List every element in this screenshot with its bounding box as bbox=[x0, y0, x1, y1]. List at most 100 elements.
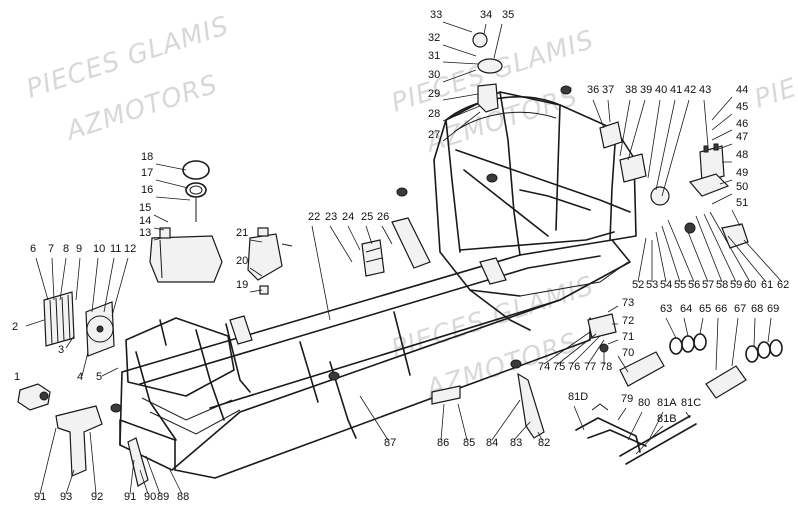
callout-21: 21 bbox=[236, 227, 248, 239]
callout-38: 38 bbox=[625, 84, 637, 96]
callout-58: 58 bbox=[716, 279, 728, 291]
callout-7: 7 bbox=[48, 243, 54, 255]
callout-86: 86 bbox=[437, 437, 449, 449]
callout-8: 8 bbox=[63, 243, 69, 255]
callout-81B: 81B bbox=[657, 413, 677, 425]
watermark: PIE bbox=[751, 73, 798, 115]
callout-91: 91 bbox=[34, 491, 46, 503]
callout-17: 17 bbox=[141, 167, 153, 179]
callout-10: 10 bbox=[93, 243, 105, 255]
callout-91: 91 bbox=[124, 491, 136, 503]
callout-32: 32 bbox=[428, 32, 440, 44]
callout-88: 88 bbox=[177, 491, 189, 503]
mount-bracket bbox=[361, 239, 385, 277]
callout-39: 39 bbox=[640, 84, 652, 96]
callout-40: 40 bbox=[655, 84, 667, 96]
cooling-fan bbox=[85, 301, 115, 357]
callout-87: 87 bbox=[384, 437, 396, 449]
callout-67: 67 bbox=[734, 303, 746, 315]
callout-54: 54 bbox=[660, 279, 672, 291]
callout-53: 53 bbox=[646, 279, 658, 291]
callout-14: 14 bbox=[139, 215, 151, 227]
filler-cap bbox=[182, 160, 210, 222]
callout-16: 16 bbox=[141, 184, 153, 196]
callout-83: 83 bbox=[510, 437, 522, 449]
callout-23: 23 bbox=[325, 211, 337, 223]
callout-93: 93 bbox=[60, 491, 72, 503]
callout-6: 6 bbox=[30, 243, 36, 255]
radiator bbox=[43, 291, 75, 347]
callout-12: 12 bbox=[124, 243, 136, 255]
coolant-tank bbox=[149, 227, 223, 283]
front-mount bbox=[55, 405, 149, 487]
callout-59: 59 bbox=[730, 279, 742, 291]
exhaust bbox=[575, 333, 783, 465]
callout-5: 5 bbox=[96, 371, 102, 383]
callout-13: 13 bbox=[139, 227, 151, 239]
callout-57: 57 bbox=[702, 279, 714, 291]
callout-81D: 81D bbox=[568, 391, 588, 403]
callout-85: 85 bbox=[463, 437, 475, 449]
callout-18: 18 bbox=[141, 151, 153, 163]
callout-92: 92 bbox=[91, 491, 103, 503]
callout-27: 27 bbox=[428, 129, 440, 141]
callout-84: 84 bbox=[486, 437, 498, 449]
callout-55: 55 bbox=[674, 279, 686, 291]
callout-72: 72 bbox=[622, 315, 634, 327]
callout-79: 79 bbox=[621, 393, 633, 405]
callout-52: 52 bbox=[632, 279, 644, 291]
callout-74: 74 bbox=[538, 361, 550, 373]
leader-lines bbox=[25, 21, 783, 495]
callout-26: 26 bbox=[377, 211, 389, 223]
battery bbox=[688, 143, 730, 197]
callout-41: 41 bbox=[670, 84, 682, 96]
callout-64: 64 bbox=[680, 303, 692, 315]
callout-66: 66 bbox=[715, 303, 727, 315]
callout-1: 1 bbox=[14, 371, 20, 383]
fan-motor bbox=[17, 383, 51, 411]
rear-brackets bbox=[599, 121, 749, 249]
callout-9: 9 bbox=[76, 243, 82, 255]
callout-11: 11 bbox=[110, 243, 121, 255]
callout-73: 73 bbox=[622, 297, 634, 309]
callout-46: 46 bbox=[736, 118, 748, 130]
callout-69: 69 bbox=[767, 303, 779, 315]
callout-3: 3 bbox=[58, 344, 64, 356]
callout-29: 29 bbox=[428, 88, 440, 100]
callout-33: 33 bbox=[430, 9, 442, 21]
callout-71: 71 bbox=[622, 331, 634, 343]
callout-82: 82 bbox=[538, 437, 550, 449]
callout-81C: 81C bbox=[681, 397, 701, 409]
callout-90: 90 bbox=[144, 491, 156, 503]
callout-15: 15 bbox=[139, 202, 151, 214]
callout-44: 44 bbox=[736, 84, 748, 96]
callout-51: 51 bbox=[736, 197, 748, 209]
callout-48: 48 bbox=[736, 149, 748, 161]
callout-49: 49 bbox=[736, 167, 748, 179]
callout-31: 31 bbox=[428, 50, 440, 62]
callout-45: 45 bbox=[736, 101, 748, 113]
callout-70: 70 bbox=[622, 347, 634, 359]
callout-36: 36 bbox=[587, 84, 599, 96]
callout-78: 78 bbox=[600, 361, 612, 373]
callout-56: 56 bbox=[688, 279, 700, 291]
steering-hanger bbox=[472, 32, 503, 113]
callout-42: 42 bbox=[684, 84, 696, 96]
callout-62: 62 bbox=[777, 279, 789, 291]
callout-30: 30 bbox=[428, 69, 440, 81]
callout-63: 63 bbox=[660, 303, 672, 315]
callout-25: 25 bbox=[361, 211, 373, 223]
expansion-bottle bbox=[247, 227, 293, 295]
side-plates bbox=[431, 372, 545, 439]
callout-75: 75 bbox=[553, 361, 565, 373]
callout-77: 77 bbox=[584, 361, 596, 373]
callout-43: 43 bbox=[699, 84, 711, 96]
callout-65: 65 bbox=[699, 303, 711, 315]
callout-19: 19 bbox=[236, 279, 248, 291]
callout-35: 35 bbox=[502, 9, 514, 21]
callout-37: 37 bbox=[602, 84, 614, 96]
callout-47: 47 bbox=[736, 131, 748, 143]
callout-50: 50 bbox=[736, 181, 748, 193]
